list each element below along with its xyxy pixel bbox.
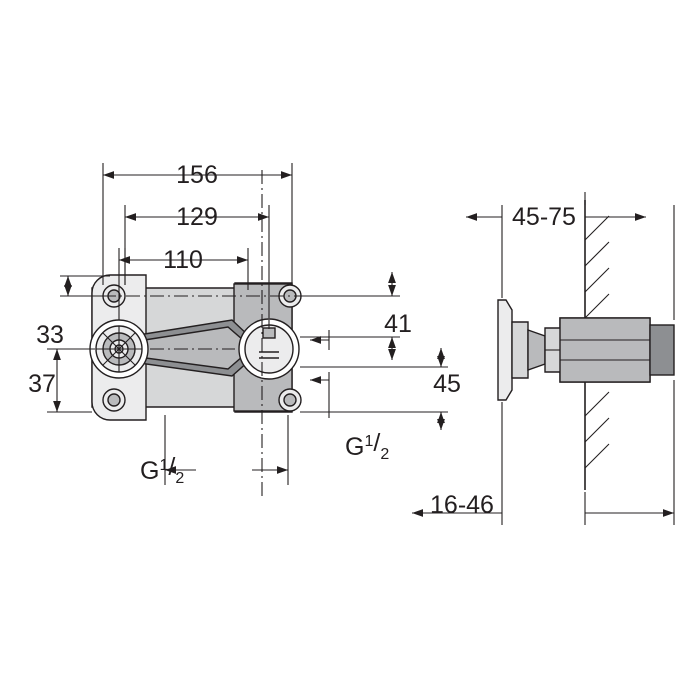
front-view-dimensions: 156 129 110 33 37 41 45: [28, 161, 461, 487]
cartridge-tab: [262, 327, 276, 339]
callout-label-thread-left: G1/2: [140, 453, 184, 487]
side-view-dimensions: 45-75 16-46: [412, 192, 675, 525]
callout-thread-right: G1/2: [310, 330, 389, 463]
dim-label-156: 156: [176, 161, 218, 189]
dim-label-33: 33: [36, 321, 64, 349]
dim-label-37: 37: [28, 370, 56, 398]
dim-label-16-46: 16-46: [430, 491, 494, 519]
extension-lines-side: [501, 192, 675, 525]
front-view-geometry: [78, 170, 330, 500]
dim-label-41: 41: [384, 310, 412, 338]
callout-thread-left: G1/2: [140, 415, 289, 487]
callout-label-thread-right: G1/2: [345, 429, 389, 463]
side-view-geometry: [497, 200, 675, 490]
screw-bottom-left-inner: [107, 393, 121, 407]
side-body-block: [559, 317, 651, 383]
escutcheon-neck: [511, 321, 529, 379]
wall-hatching: [584, 215, 610, 469]
side-body-end: [649, 324, 675, 376]
extension-lines-front: [47, 163, 448, 413]
escutcheon-plate: [497, 299, 513, 401]
dim-label-110: 110: [163, 246, 203, 274]
dim-label-129: 129: [176, 203, 218, 231]
left-valve-spokes: [96, 326, 142, 372]
screw-bottom-right-inner: [283, 393, 297, 407]
dim-label-45-75: 45-75: [512, 203, 576, 231]
escutcheon-cone: [527, 329, 546, 371]
dim-label-45: 45: [433, 370, 461, 398]
